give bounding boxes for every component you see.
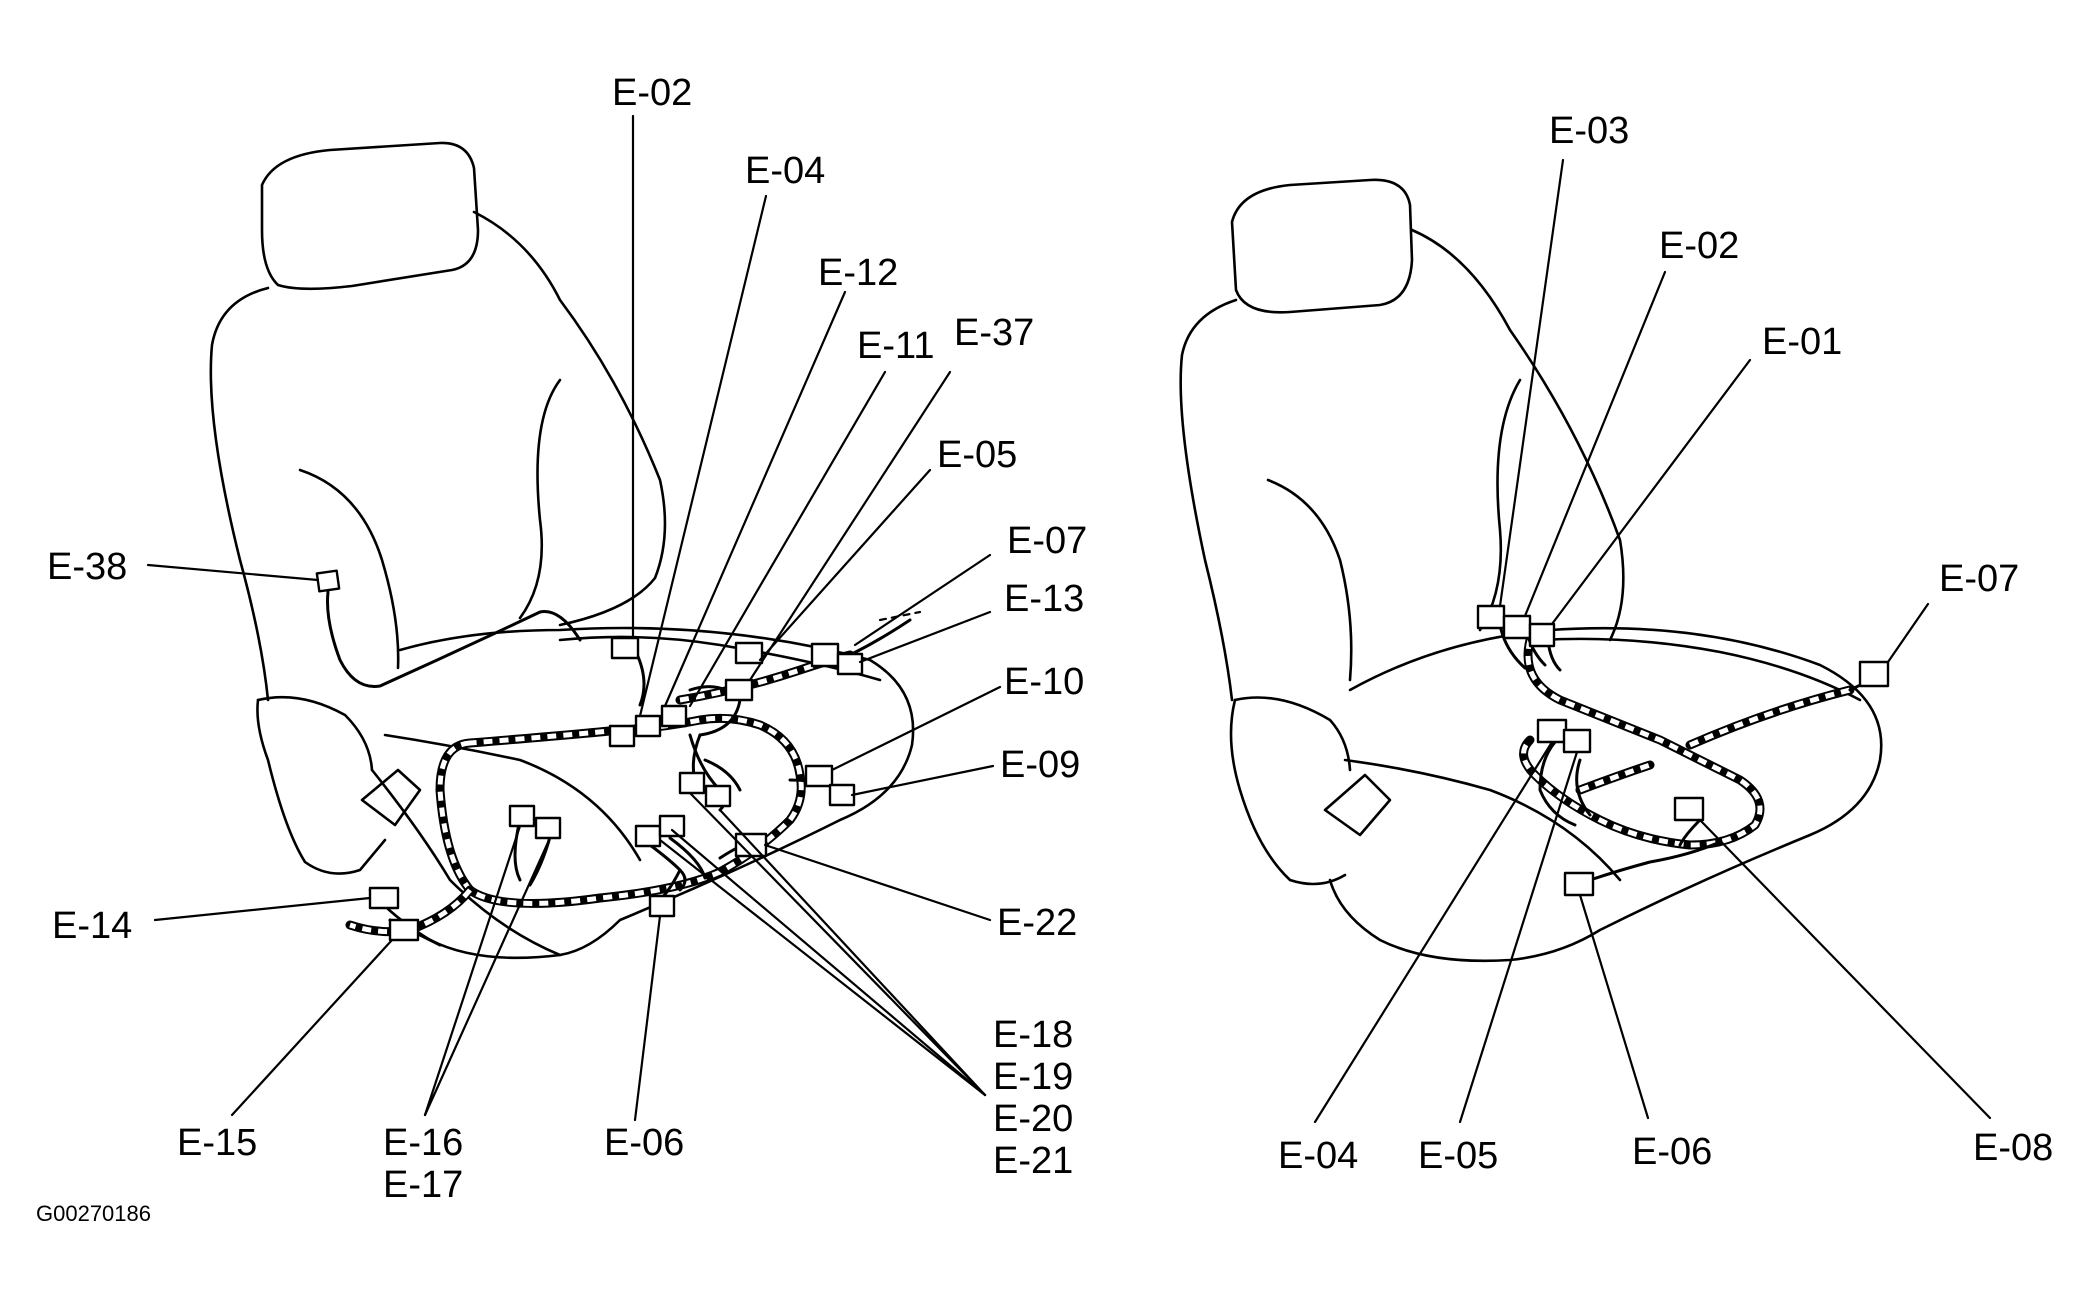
label-e06-right: E-06	[1632, 1131, 1712, 1173]
label-e02-left: E-02	[612, 72, 692, 114]
label-e13-left: E-13	[1004, 578, 1084, 620]
label-e38-left: E-38	[47, 546, 127, 588]
label-e15-left: E-15	[177, 1122, 257, 1164]
left-seat-labels: E-02 E-04 E-12 E-11 E-37 E-05 E-07 E-13 …	[47, 72, 1087, 1206]
left-seat-outline	[209, 141, 915, 960]
label-e12-left: E-12	[818, 252, 898, 294]
label-e20-left: E-20	[993, 1098, 1073, 1140]
label-e05-right: E-05	[1418, 1135, 1498, 1177]
label-e08-right: E-08	[1973, 1127, 2053, 1169]
right-seat-labels: E-03 E-02 E-01 E-07 E-04 E-05 E-06 E-08	[1278, 110, 2053, 1177]
label-e09-left: E-09	[1000, 744, 1080, 786]
right-seat-connectors	[1476, 604, 1890, 897]
label-e11-left: E-11	[857, 325, 934, 367]
label-e06-left: E-06	[604, 1122, 684, 1164]
right-seat: E-03 E-02 E-01 E-07 E-04 E-05 E-06 E-08	[1179, 110, 2053, 1177]
left-seat-leaders	[146, 114, 1002, 1122]
label-e01-right: E-01	[1762, 321, 1842, 363]
label-e14-left: E-14	[52, 905, 132, 947]
label-e37-left: E-37	[954, 312, 1034, 354]
label-e10-left: E-10	[1004, 661, 1084, 703]
label-e19-left: E-19	[993, 1056, 1073, 1098]
label-e05-left: E-05	[937, 434, 1017, 476]
label-e02-right: E-02	[1659, 225, 1739, 267]
label-e21-left: E-21	[993, 1140, 1073, 1182]
label-e07-left: E-07	[1007, 520, 1087, 562]
label-e03-right: E-03	[1549, 110, 1629, 152]
label-e18-left: E-18	[993, 1014, 1073, 1056]
left-seat-connectors	[315, 569, 864, 942]
label-e04-left: E-04	[745, 150, 825, 192]
label-e17-left: E-17	[383, 1164, 463, 1206]
right-seat-outline	[1179, 178, 1883, 963]
label-e04-right: E-04	[1278, 1135, 1358, 1177]
right-seat-leaders	[1313, 158, 1992, 1124]
left-seat: E-02 E-04 E-12 E-11 E-37 E-05 E-07 E-13 …	[47, 72, 1087, 1206]
figure-id: G00270186	[36, 1201, 151, 1226]
label-e22-left: E-22	[997, 902, 1077, 944]
right-seat-harness	[1498, 623, 1887, 882]
label-e16-left: E-16	[383, 1122, 463, 1164]
label-e07-right: E-07	[1939, 558, 2019, 600]
